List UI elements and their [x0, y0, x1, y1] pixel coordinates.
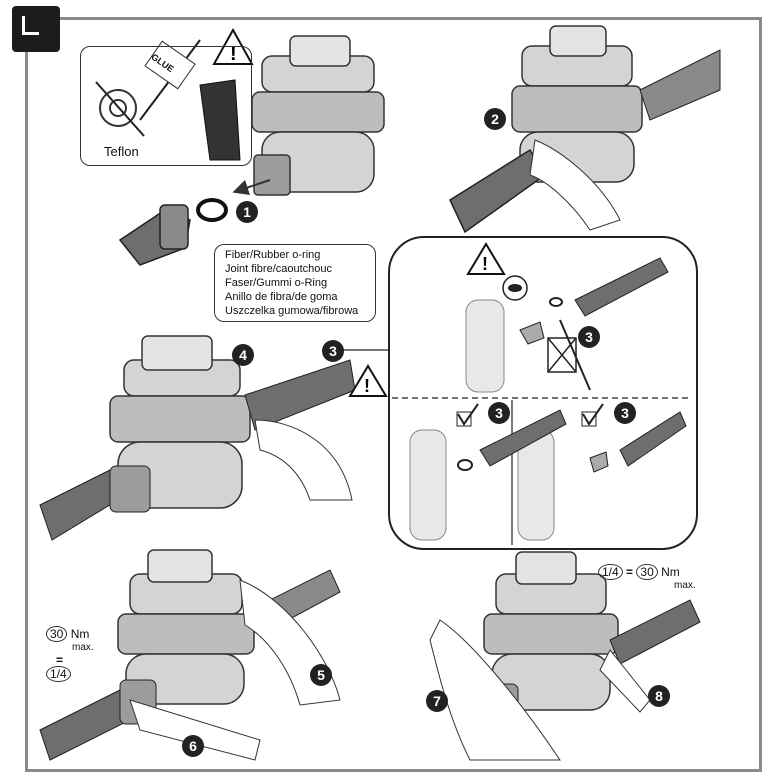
torque-spec-right: 1/4 = 30 Nm max.	[598, 564, 696, 592]
step-8-badge: 8	[648, 685, 670, 707]
torque-right-eq: =	[626, 565, 634, 579]
valve-top-left	[251, 35, 385, 196]
torque-left-max: max.	[72, 642, 94, 653]
step-7-badge: 7	[426, 690, 448, 712]
oring-label-fr: Joint fibre/caoutchouc	[225, 263, 333, 275]
teflon-label: Teflon	[104, 144, 139, 159]
torque-right-fraction: 1/4	[598, 564, 623, 580]
torque-right-max: max.	[674, 580, 696, 591]
torque-right-value: 30	[636, 564, 658, 580]
oring-label-es: Anillo de fibra/de goma	[225, 291, 338, 303]
torque-left-fraction: 1/4	[46, 666, 71, 682]
oring-label-en: Fiber/Rubber o-ring	[225, 249, 321, 261]
svg-text:!: !	[482, 254, 488, 274]
svg-text:!: !	[364, 376, 370, 396]
step-1-badge: 1	[236, 201, 258, 223]
torque-left-unit: Nm	[70, 627, 90, 641]
torque-left-eq: =	[56, 653, 64, 667]
oring-callout: Fiber/Rubber o-ring Joint fibre/caoutcho…	[214, 244, 376, 322]
detail-step-3-badge-c: 3	[614, 402, 636, 424]
step-4-badge: 4	[232, 344, 254, 366]
step-6-badge: 6	[182, 735, 204, 757]
oring-label-pl: Uszczelka gumowa/fibrowa	[225, 305, 359, 317]
step-3-badge: 3	[322, 340, 344, 362]
corner-logo-icon	[12, 6, 60, 52]
oring-label-de: Faser/Gummi o-Ring	[225, 277, 328, 289]
torque-spec-left: 30 Nm max. = 1/4	[46, 626, 94, 682]
step-2-badge: 2	[484, 108, 506, 130]
detail-step-3-badge-b: 3	[488, 402, 510, 424]
torque-left-value: 30	[46, 626, 68, 642]
teflon-glue-warning-bubble	[80, 46, 252, 166]
detail-step-3-badge-a: 3	[578, 326, 600, 348]
seal-detail-box	[388, 236, 698, 550]
step-5-badge: 5	[310, 664, 332, 686]
svg-text:!: !	[230, 43, 237, 65]
torque-right-unit: Nm	[661, 565, 680, 579]
